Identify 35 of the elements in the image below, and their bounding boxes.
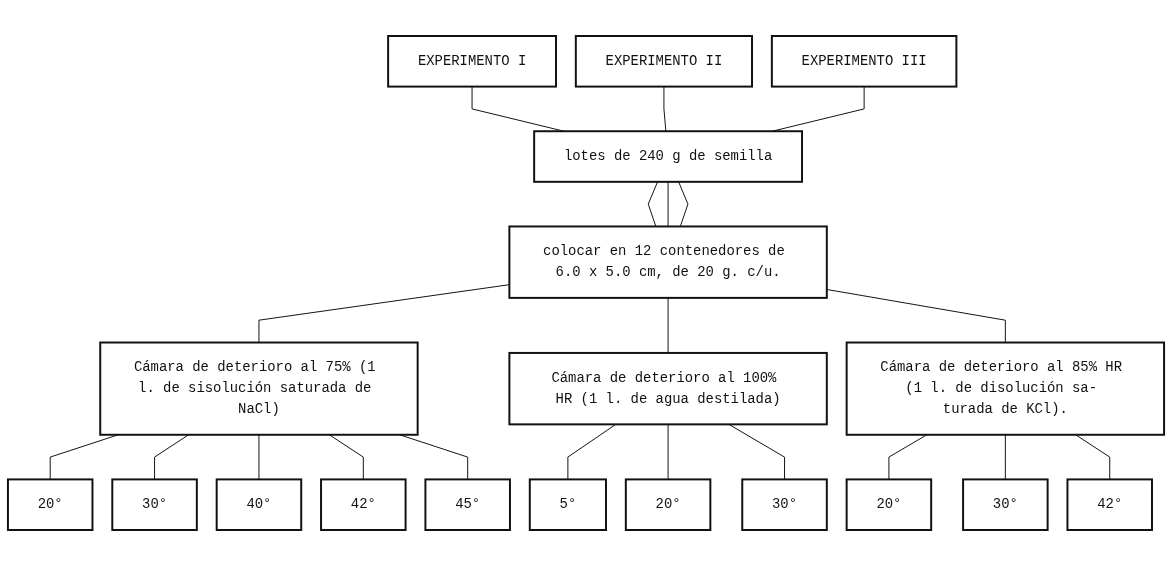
- node-box: 20°: [6, 478, 94, 531]
- connector: [728, 423, 786, 480]
- connector: [667, 297, 669, 354]
- node-box: 30°: [741, 478, 828, 531]
- connector: [567, 423, 617, 480]
- node-box: 42°: [1066, 478, 1153, 531]
- connector: [154, 434, 190, 480]
- node-box: 30°: [111, 478, 198, 531]
- connector: [826, 289, 1006, 343]
- node-box: 20°: [624, 478, 712, 531]
- node-box: lotes de 240 g de semilla: [533, 130, 803, 183]
- node-box: 42°: [320, 478, 407, 531]
- node-box: EXPERIMENTO III: [770, 35, 958, 88]
- node-box: EXPERIMENTO I: [387, 35, 557, 88]
- connector: [328, 434, 364, 480]
- connector: [678, 181, 689, 227]
- node-box: Cámara de deterioro al 100% HR (1 l. de agua destilada): [508, 351, 828, 426]
- node-box: 30°: [962, 478, 1049, 531]
- connector: [888, 434, 928, 480]
- connector: [647, 181, 659, 227]
- connector: [667, 181, 669, 227]
- node-box: Cámara de deterioro al 75% (1 l. de sisolución saturada de NaCl): [99, 341, 419, 436]
- connector: [663, 86, 667, 132]
- node-box: 45°: [424, 478, 511, 531]
- node-box: Cámara de deterioro al 85% HR (1 l. de disolución sa- turada de KCl).: [845, 341, 1166, 436]
- node-box: 5°: [528, 478, 607, 531]
- connector: [258, 434, 260, 480]
- node-box: colocar en 12 contenedores de 6.0 x 5.0 cm, de 20 g. c/u.: [508, 225, 828, 299]
- node-box: 40°: [215, 478, 303, 531]
- node-box: 20°: [845, 478, 933, 531]
- connector: [1075, 434, 1111, 480]
- connector: [667, 423, 669, 480]
- node-box: EXPERIMENTO II: [574, 35, 753, 88]
- connector: [258, 284, 510, 343]
- connector: [1004, 434, 1006, 480]
